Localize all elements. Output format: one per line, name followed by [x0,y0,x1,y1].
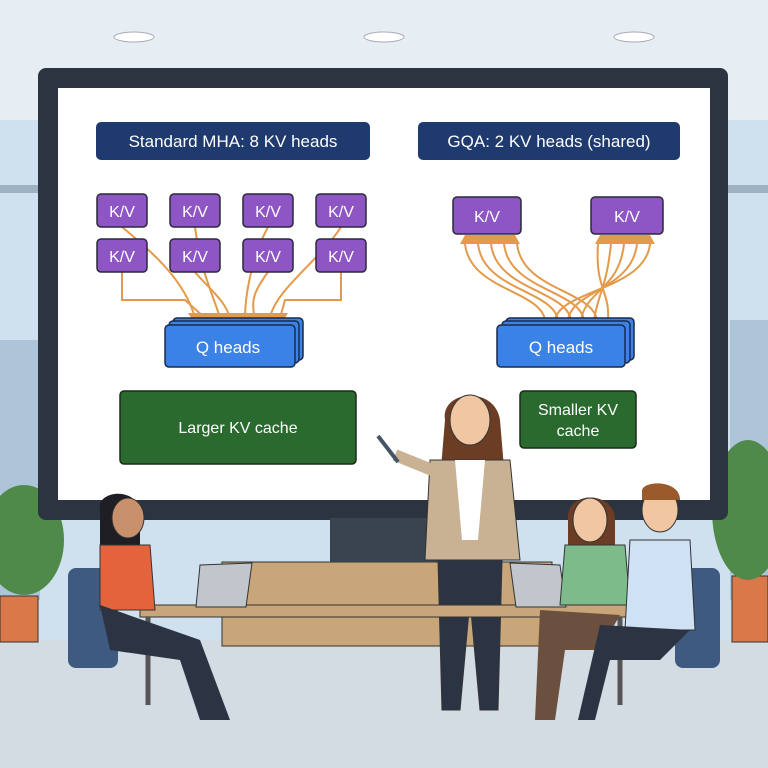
mha-result-box [119,390,357,465]
gqa-kv-head [590,196,664,235]
mha-kv-heads [96,193,367,273]
kv-label: K/V [182,204,208,221]
kv-label: K/V [614,209,640,226]
kv-label: K/V [109,204,135,221]
plant-pot [0,595,39,643]
kv-label: K/V [255,204,281,221]
cabinet [221,561,553,647]
gqa-result-box [519,390,637,449]
mha-q-heads [164,317,304,368]
gqa-q-heads [496,317,635,368]
gqa-connectors [464,243,651,321]
ceiling-light [113,31,155,43]
gqa-kv-head [452,196,522,235]
q-heads-label: Q heads [196,338,260,357]
gqa-result-line1: Smaller KV [538,402,618,419]
kv-label: K/V [474,209,500,226]
q-heads-label: Q heads [529,338,593,357]
monitor-stand [330,518,438,562]
seated-man-right [578,483,720,720]
seated-woman-left [68,493,230,720]
floor [0,640,768,768]
kv-label: K/V [109,249,135,266]
presenter [376,394,521,711]
mha-title: Standard MHA: 8 KV heads [129,132,338,151]
gqa-title: GQA: 2 KV heads (shared) [447,132,650,151]
kv-label: K/V [328,249,354,266]
kv-label: K/V [328,204,354,221]
gqa-arrowheads [460,235,655,244]
laptop [195,562,253,608]
ceiling-light [363,31,405,43]
mha-title-box [96,122,370,160]
laptop [509,562,567,608]
plant-pot [731,575,768,643]
mha-result-label: Larger KV cache [178,420,297,437]
kv-label: K/V [182,249,208,266]
ceiling-light [613,31,655,43]
gqa-result-line2: cache [557,423,600,440]
kv-label: K/V [255,249,281,266]
gqa-title-box [418,122,680,160]
